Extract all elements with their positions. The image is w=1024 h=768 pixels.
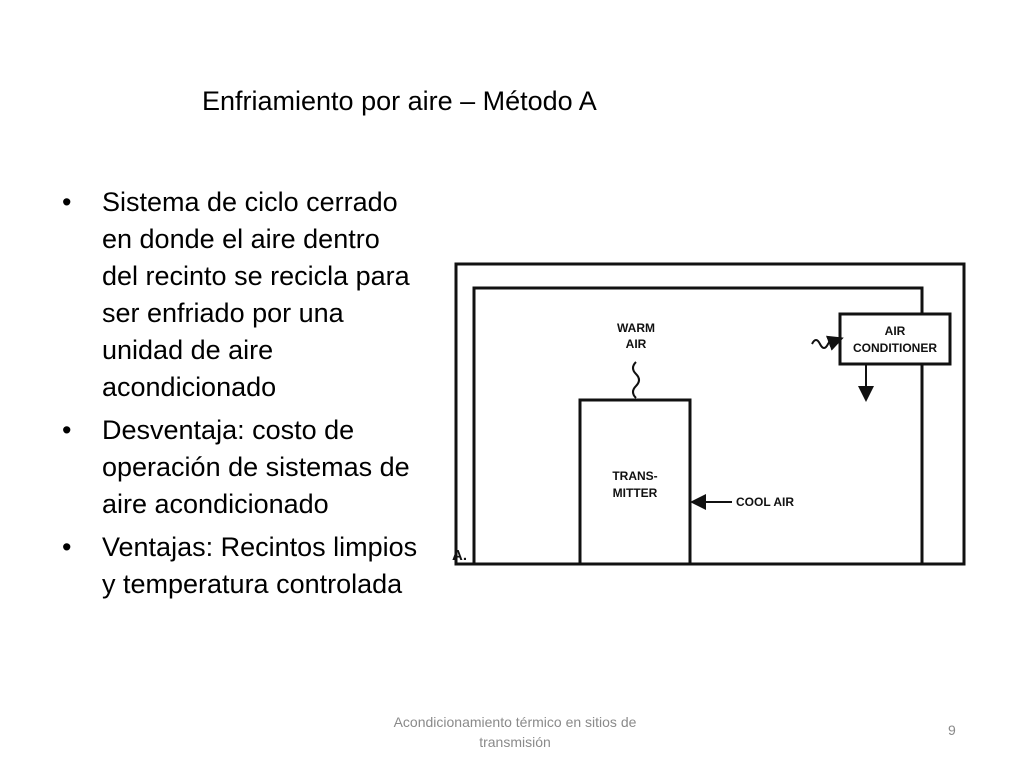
air-conditioner-label-line2: CONDITIONER bbox=[853, 341, 937, 355]
air-conditioner-box bbox=[838, 312, 952, 366]
bullet-list: • Sistema de ciclo cerrado en donde el a… bbox=[62, 184, 422, 609]
transmitter-box bbox=[578, 398, 692, 566]
bullet-text: Ventajas: Recintos limpios y temperatura… bbox=[102, 532, 418, 599]
intake-arrow-icon bbox=[825, 335, 844, 351]
air-cooling-diagram: AIR CONDITIONER WARM AIR TRANS- MITTER C… bbox=[452, 262, 966, 566]
warm-air-rising-wave-icon bbox=[632, 361, 640, 399]
figure-label: A. bbox=[452, 547, 467, 564]
warm-air-intake-wave-icon bbox=[811, 339, 835, 349]
transmitter-label-line1: TRANS- bbox=[612, 469, 657, 483]
bullet-icon: • bbox=[62, 187, 72, 217]
bullet-item: • Sistema de ciclo cerrado en donde el a… bbox=[62, 184, 422, 406]
bullet-icon: • bbox=[62, 532, 72, 562]
cool-air-label: COOL AIR bbox=[736, 495, 794, 509]
footer-text: Acondicionamiento térmico en sitios de t… bbox=[393, 714, 637, 750]
transmitter-label-line2: MITTER bbox=[613, 486, 658, 500]
enclosure-inner-wall bbox=[472, 286, 924, 566]
slide-title: Enfriamiento por aire – Método A bbox=[202, 86, 597, 116]
warm-air-label-line2: AIR bbox=[626, 337, 647, 351]
enclosure-outer-wall bbox=[454, 262, 966, 566]
page-number: 9 bbox=[948, 722, 956, 738]
bullet-item: • Ventajas: Recintos limpios y temperatu… bbox=[62, 529, 422, 603]
bullet-text: Desventaja: costo de operación de sistem… bbox=[102, 415, 410, 519]
air-conditioner-label-line1: AIR bbox=[885, 324, 906, 338]
warm-air-label-line1: WARM bbox=[617, 321, 655, 335]
bullet-text: Sistema de ciclo cerrado en donde el air… bbox=[102, 187, 410, 402]
bullet-icon: • bbox=[62, 415, 72, 445]
bullet-item: • Desventaja: costo de operación de sist… bbox=[62, 412, 422, 523]
